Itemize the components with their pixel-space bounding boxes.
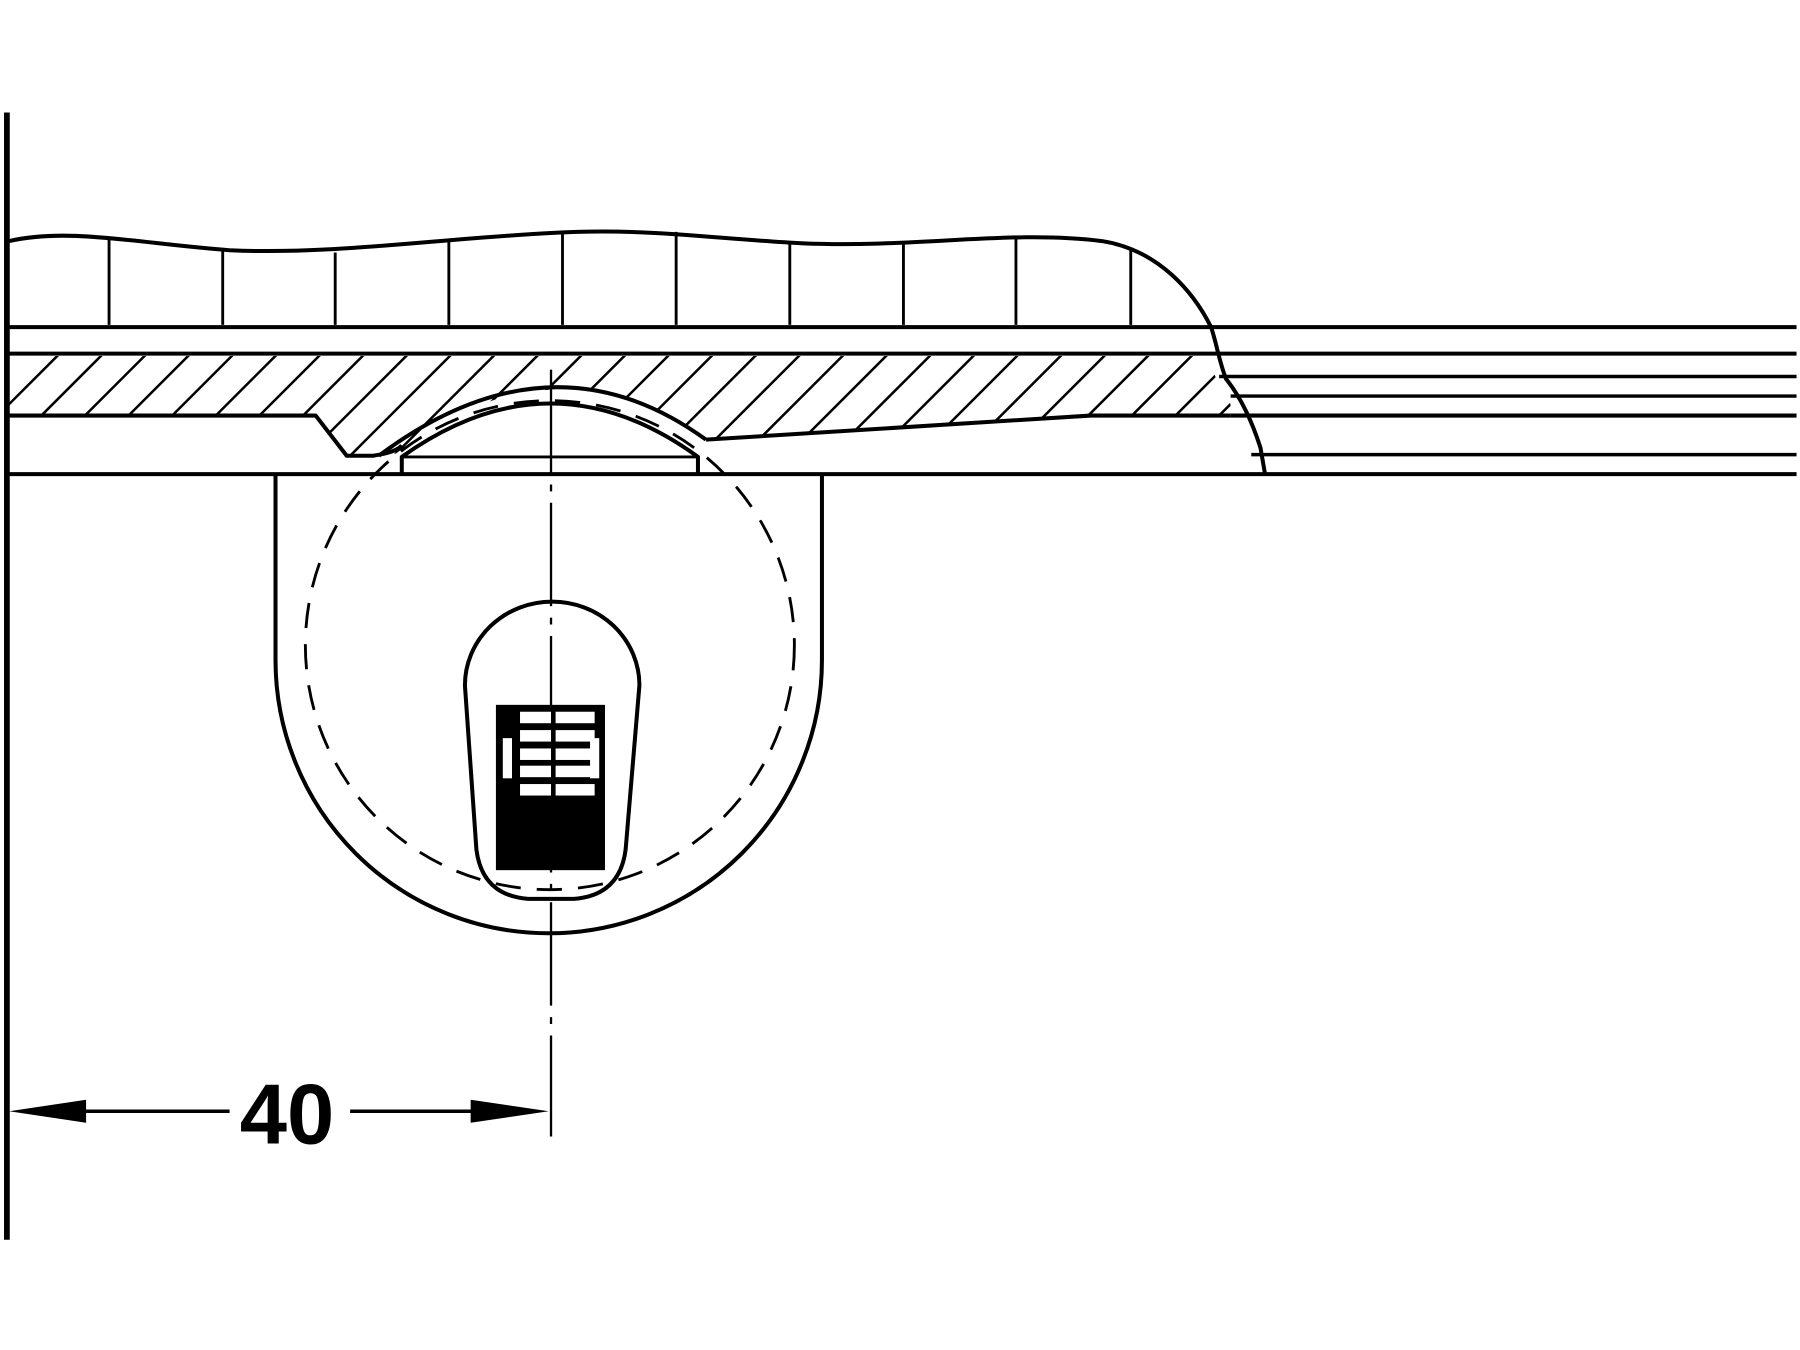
tile-joints — [107, 231, 1133, 325]
hatch-line — [258, 355, 370, 456]
hatch-line — [127, 355, 239, 456]
hatch-line — [1174, 355, 1231, 456]
shelf-layers — [9, 325, 1797, 477]
hatch-line — [1263, 350, 1372, 459]
hatch-line — [694, 355, 806, 456]
hatch-line — [607, 355, 719, 456]
hatch-line — [1043, 355, 1155, 456]
hatch-line — [345, 355, 457, 456]
hatch-line — [389, 355, 501, 456]
hatch-line — [651, 355, 762, 456]
hatch-line — [1218, 355, 1231, 456]
arrowhead-left — [9, 1099, 87, 1123]
top-surface-outline — [8, 229, 1268, 475]
hatch-line — [40, 355, 152, 456]
hatch-line — [869, 355, 981, 456]
hatch-line — [782, 355, 893, 456]
hatch-line — [1130, 355, 1231, 456]
hatch-line — [956, 355, 1068, 456]
section-lower-edge — [9, 413, 404, 458]
hatch-line — [9, 355, 108, 456]
hatch-line — [1087, 355, 1199, 456]
hatch-line — [84, 355, 195, 456]
cam-dome-outer — [377, 385, 708, 458]
dimension-label: 40 — [240, 1066, 334, 1161]
hatch-line — [825, 355, 937, 456]
hatch-line — [1000, 355, 1111, 456]
hatch-line — [214, 355, 326, 456]
section-lower-edge-right — [705, 413, 1231, 442]
hatch-line — [171, 355, 283, 456]
hatch-line — [9, 355, 65, 456]
arrowhead-right — [470, 1099, 549, 1123]
lock-cylinder-icon — [495, 704, 605, 871]
hatch-line — [912, 355, 1024, 456]
lock-housing — [273, 474, 824, 936]
hatch-line — [738, 355, 850, 456]
key-outline — [462, 599, 642, 901]
